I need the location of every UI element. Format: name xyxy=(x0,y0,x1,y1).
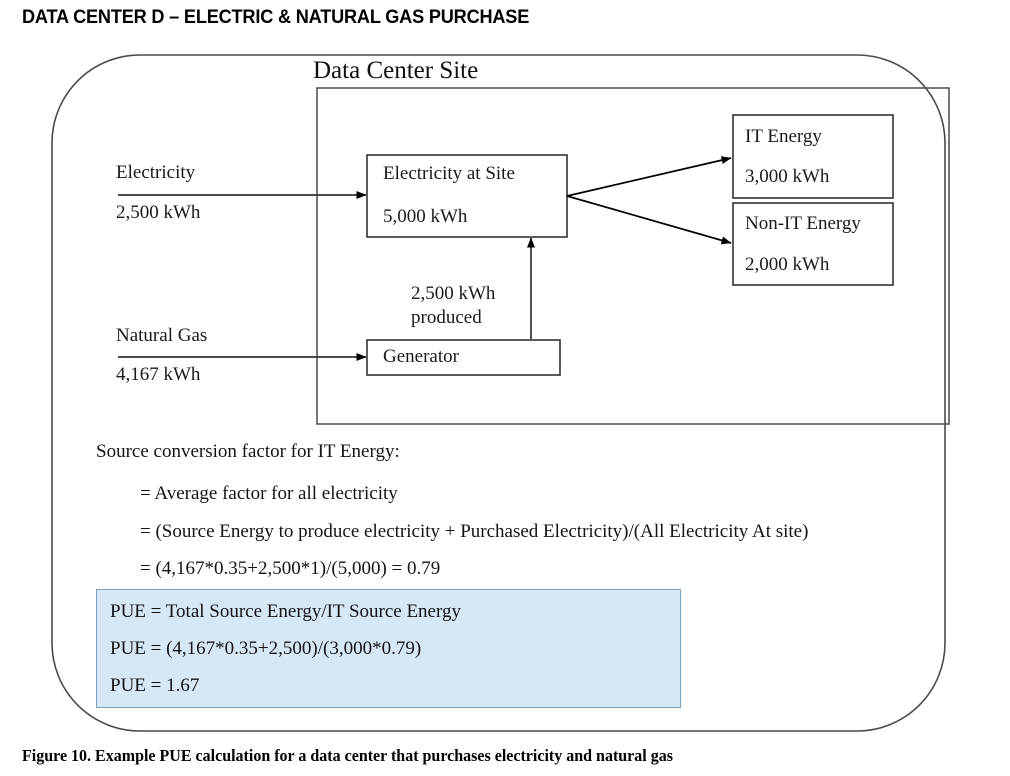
generator-box xyxy=(366,339,561,376)
electricity-input-value: 2,500 kWh xyxy=(116,202,201,223)
natural-gas-input-label: Natural Gas xyxy=(116,325,208,346)
generator-label: Generator xyxy=(383,346,459,367)
figure-caption: Figure 10. Example PUE calculation for a… xyxy=(22,746,673,765)
data-center-site-box xyxy=(316,87,950,425)
calculation-heading: Source conversion factor for IT Energy: xyxy=(96,441,400,462)
data-center-site-label: Data Center Site xyxy=(313,57,479,84)
generator-output-unit: produced xyxy=(411,307,482,328)
pue-line-1: PUE = Total Source Energy/IT Source Ener… xyxy=(110,601,461,622)
pue-result-box xyxy=(96,589,681,708)
calculation-line-2: = (Source Energy to produce electricity … xyxy=(140,521,809,542)
electricity-to-it-arrow xyxy=(566,156,732,197)
it-energy-title: IT Energy xyxy=(745,126,822,147)
generator-output-value: 2,500 kWh xyxy=(411,283,496,304)
it-energy-box xyxy=(732,114,894,199)
outer-rounded-boundary xyxy=(51,54,946,732)
it-energy-value: 3,000 kWh xyxy=(745,166,830,187)
electricity-at-site-title: Electricity at Site xyxy=(383,163,515,184)
natural-gas-input-value: 4,167 kWh xyxy=(116,364,201,385)
non-it-energy-box xyxy=(732,202,894,286)
calculation-line-3: = (4,167*0.35+2,500*1)/(5,000) = 0.79 xyxy=(140,558,441,579)
non-it-energy-value: 2,000 kWh xyxy=(745,254,830,275)
electricity-at-site-value: 5,000 kWh xyxy=(383,206,468,227)
figure-title: DATA CENTER D – ELECTRIC & NATURAL GAS P… xyxy=(22,6,530,28)
electricity-at-site-box xyxy=(366,154,568,238)
pue-line-2: PUE = (4,167*0.35+2,500)/(3,000*0.79) xyxy=(110,638,422,659)
electricity-input-label: Electricity xyxy=(116,162,196,183)
non-it-energy-title: Non-IT Energy xyxy=(745,213,861,234)
pue-line-3: PUE = 1.67 xyxy=(110,675,200,696)
electricity-to-non-it-arrow xyxy=(566,195,732,245)
calculation-line-1: = Average factor for all electricity xyxy=(140,483,398,504)
